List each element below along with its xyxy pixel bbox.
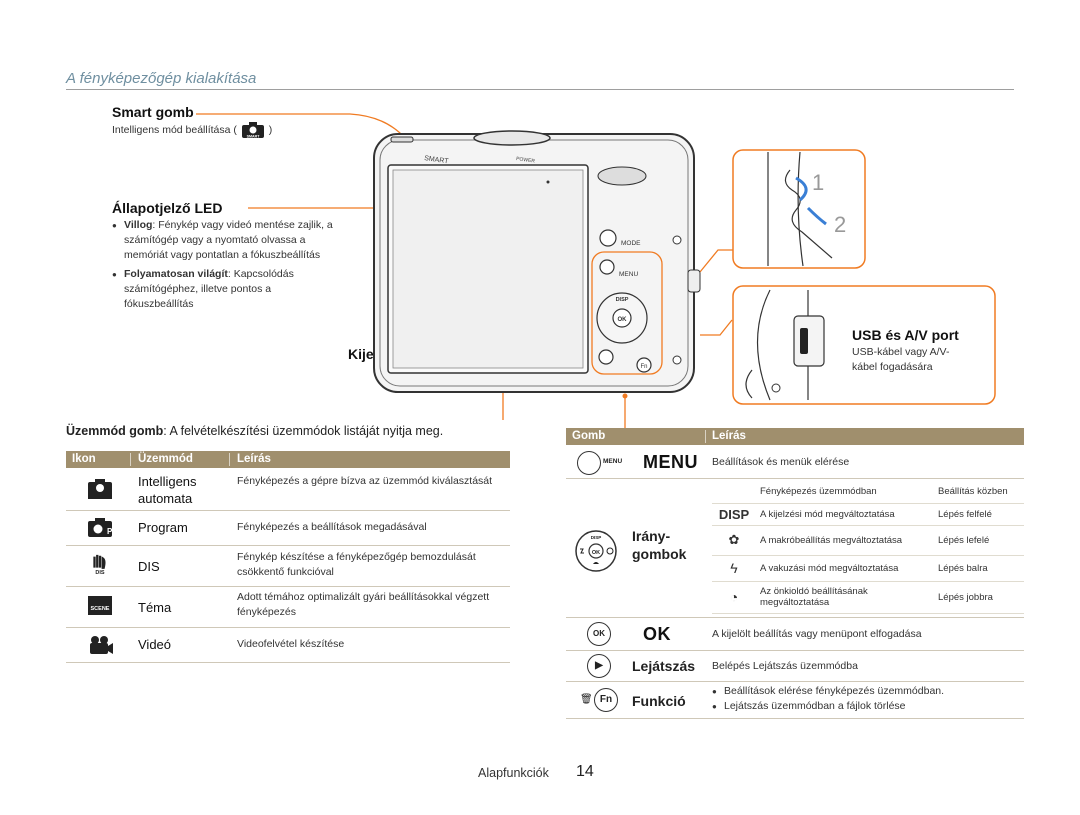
button-col-button: Gomb bbox=[572, 430, 606, 442]
usb-desc: USB-kábel vagy A/V-kábel fogadására bbox=[852, 346, 950, 373]
playback-button-desc: Belépés Lejátszás üzemmódba bbox=[712, 660, 858, 672]
mode-desc: Fényképezés a beállítások megadásával bbox=[237, 521, 427, 533]
table-row: Intelligens automata Fényképezés a gépre… bbox=[66, 470, 510, 511]
nav-buttons-name: Irány-gombok bbox=[632, 528, 687, 562]
usb-title: USB és A/V port bbox=[852, 327, 959, 343]
nav-sub-header-shooting: Fényképezés üzemmódban bbox=[756, 481, 934, 504]
camera-power-label: POWER bbox=[516, 156, 536, 165]
table-row: 🗑 Fn Funkció Beállítások elérése fénykép… bbox=[566, 682, 1024, 719]
camera-fn-label: Fn bbox=[640, 364, 647, 370]
nav-row-desc: Az önkioldó beállításának megváltoztatás… bbox=[756, 581, 934, 614]
mode-button-desc: Üzemmód gomb: A felvételkészítési üzemmó… bbox=[66, 424, 444, 438]
ok-button-desc: A kijelölt beállítás vagy menüpont elfog… bbox=[712, 628, 922, 640]
disp-icon: DISP bbox=[712, 503, 756, 526]
svg-text:SMART: SMART bbox=[246, 134, 260, 138]
nav-sub-header-setting: Beállítás közben bbox=[934, 481, 1024, 504]
table-row: Videó Videofelvétel készítése bbox=[66, 628, 510, 663]
smart-button-desc: Intelligens mód beállítása ( SMART ) bbox=[112, 121, 272, 139]
mode-name: DIS bbox=[138, 559, 160, 574]
table-row: P Program Fényképezés a beállítások mega… bbox=[66, 511, 510, 546]
menu-button-desc: Beállítások és menük elérése bbox=[712, 456, 850, 468]
mode-desc: Fényképezés a gépre bízva az üzemmód kiv… bbox=[237, 475, 493, 487]
program-icon: P bbox=[88, 518, 113, 537]
menu-button-icon-label: MENU bbox=[603, 458, 623, 465]
svg-text:SCENE: SCENE bbox=[91, 606, 110, 612]
nav-row-setting: Lépés felfelé bbox=[934, 503, 1024, 526]
video-icon bbox=[90, 636, 113, 654]
smart-button-title: Smart gomb bbox=[112, 104, 194, 120]
nav-pad-ok-label: OK bbox=[592, 550, 600, 556]
strap-step-2: 2 bbox=[834, 212, 846, 237]
nav-subtable: Fényképezés üzemmódban Beállítás közben … bbox=[712, 481, 1024, 614]
dis-icon: DIS bbox=[93, 554, 106, 575]
mode-name: Program bbox=[138, 520, 188, 535]
table-row: DIS DIS Fénykép készítése a fényképezőgé… bbox=[66, 546, 510, 587]
footer-label: Alapfunkciók bbox=[478, 766, 549, 780]
timer-icon: ◔ bbox=[712, 581, 756, 614]
ok-button-name: OK bbox=[643, 624, 671, 644]
mode-col-icon: Ikon bbox=[72, 453, 96, 465]
fn-item: Lejátszás üzemmódban a fájlok törlése bbox=[712, 699, 1012, 714]
camera-mode-label: MODE bbox=[621, 240, 641, 247]
mode-desc: Adott témához optimalizált gyári beállít… bbox=[237, 591, 490, 618]
led-list: Villog: Fénykép vagy videó mentése zajli… bbox=[112, 218, 334, 312]
mode-name: Intelligens automata bbox=[138, 474, 197, 506]
table-row: ▶ Lejátszás Belépés Lejátszás üzemmódba bbox=[566, 651, 1024, 682]
fn-button-desc: Beállítások elérése fényképezés üzemmódb… bbox=[712, 684, 1012, 714]
strap-step-1: 1 bbox=[812, 170, 824, 195]
camera-smart-label: SMART bbox=[424, 155, 450, 165]
section-divider bbox=[66, 89, 1014, 90]
fn-item: Beállítások elérése fényképezés üzemmódb… bbox=[712, 684, 1012, 699]
mode-col-mode: Üzemmód bbox=[138, 453, 193, 465]
playback-icon: ▶ bbox=[587, 654, 611, 678]
nav-row-setting: Lépés jobbra bbox=[934, 581, 1024, 614]
smart-camera-icon: SMART bbox=[241, 122, 264, 138]
svg-text:DIS: DIS bbox=[95, 570, 105, 575]
nav-row-desc: A vakuzási mód megváltoztatása bbox=[756, 555, 934, 582]
trash-icon: 🗑 bbox=[580, 694, 593, 705]
camera-ok-label: OK bbox=[618, 317, 628, 323]
scene-icon: SCENE bbox=[88, 596, 112, 615]
camera-disp-label: DISP bbox=[616, 297, 629, 303]
mode-table-header: Ikon Üzemmód Leírás bbox=[66, 451, 510, 468]
smart-button-desc-after: ) bbox=[268, 123, 273, 136]
led-item-steady: Folyamatosan világít: Kapcsolódás számít… bbox=[112, 267, 334, 312]
menu-button-icon bbox=[577, 451, 601, 475]
button-col-desc: Leírás bbox=[712, 430, 746, 442]
menu-button-name: MENU bbox=[643, 452, 698, 472]
table-row: OK DISP Irány-gombok Fényképezés üzemmód… bbox=[566, 479, 1024, 618]
led-title: Állapotjelző LED bbox=[112, 200, 223, 216]
nav-pad-icon: OK DISP bbox=[575, 530, 617, 572]
smart-auto-icon bbox=[88, 479, 112, 499]
button-table-header: Gomb Leírás bbox=[566, 428, 1024, 445]
section-title: A fényképezőgép kialakítása bbox=[66, 70, 257, 87]
nav-row-desc: A kijelzési mód megváltoztatása bbox=[756, 503, 934, 526]
page-number: 14 bbox=[576, 763, 594, 780]
mode-desc: Fénykép készítése a fényképezőgép bemozd… bbox=[237, 551, 476, 578]
smart-button-desc-before: Intelligens mód beállítása ( bbox=[112, 123, 237, 136]
macro-icon: ✿ bbox=[712, 525, 756, 556]
nav-row-setting: Lépés balra bbox=[934, 555, 1024, 582]
fn-button-icon: Fn bbox=[594, 688, 618, 712]
camera-illustration: SMART POWER MODE MENU OK DISP Fn 1 2 bbox=[196, 113, 996, 428]
mode-name: Videó bbox=[138, 637, 172, 652]
nav-pad-disp-label: DISP bbox=[591, 535, 602, 540]
mode-desc: Videofelvétel készítése bbox=[237, 638, 345, 650]
nav-row-desc: A makróbeállítás megváltoztatása bbox=[756, 525, 934, 556]
camera-menu-label: MENU bbox=[619, 271, 638, 278]
mode-name: Téma bbox=[138, 600, 172, 615]
flash-icon: ϟ bbox=[712, 555, 756, 582]
mode-col-desc: Leírás bbox=[237, 453, 271, 465]
fn-button-name: Funkció bbox=[632, 693, 686, 709]
table-row: SCENE Téma Adott témához optimalizált gy… bbox=[66, 587, 510, 628]
playback-button-name: Lejátszás bbox=[632, 658, 696, 674]
table-row: OK OK A kijelölt beállítás vagy menüpont… bbox=[566, 618, 1024, 651]
led-item-blink: Villog: Fénykép vagy videó mentése zajli… bbox=[112, 218, 334, 263]
table-row: MENU MENU Beállítások és menük elérése bbox=[566, 446, 1024, 479]
nav-row-setting: Lépés lefelé bbox=[934, 525, 1024, 556]
ok-button-icon: OK bbox=[587, 622, 611, 646]
svg-text:P: P bbox=[107, 527, 113, 536]
